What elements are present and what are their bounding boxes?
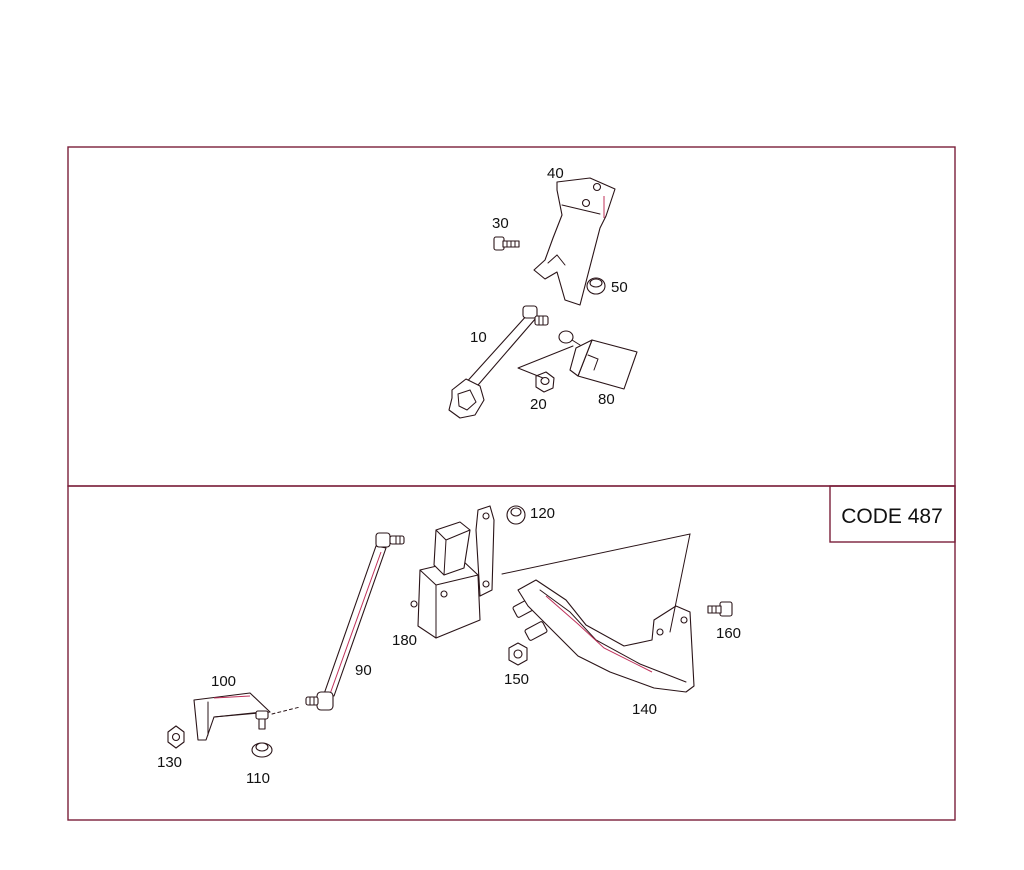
nut-20 <box>535 371 555 393</box>
label-50: 50 <box>611 279 628 296</box>
label-160: 160 <box>716 625 741 642</box>
linkage-rod-10 <box>448 305 549 419</box>
pointer-140 <box>501 533 691 633</box>
bottom-panel-frame <box>67 485 956 821</box>
label-90: 90 <box>355 662 372 679</box>
nut-50 <box>586 277 606 295</box>
label-40: 40 <box>547 165 564 182</box>
label-10: 10 <box>470 329 487 346</box>
nut-120 <box>506 505 526 525</box>
sensor-180 <box>410 505 495 639</box>
label-110: 110 <box>246 770 270 787</box>
label-80: 80 <box>598 391 615 408</box>
top-panel-frame <box>67 146 956 487</box>
connector-line-90 <box>271 706 301 715</box>
nut-130 <box>167 725 185 749</box>
bracket-40 <box>533 177 616 306</box>
label-140: 140 <box>632 701 657 718</box>
label-130: 130 <box>157 754 182 771</box>
bracket-140 <box>517 579 695 693</box>
bolt-110 <box>251 710 273 758</box>
bolt-30 <box>493 236 520 251</box>
sensor-80 <box>558 330 638 390</box>
bolt-160 <box>707 601 733 617</box>
label-20: 20 <box>530 396 547 413</box>
pointer-20 <box>517 345 574 379</box>
label-120: 120 <box>530 505 555 522</box>
link-rod-90 <box>305 532 405 711</box>
label-180: 180 <box>392 632 417 649</box>
label-30: 30 <box>492 215 509 232</box>
code-label: CODE 487 <box>841 505 943 528</box>
code-box-frame <box>829 485 956 543</box>
label-150: 150 <box>504 671 529 688</box>
bracket-100 <box>193 692 271 741</box>
label-100: 100 <box>211 673 236 690</box>
